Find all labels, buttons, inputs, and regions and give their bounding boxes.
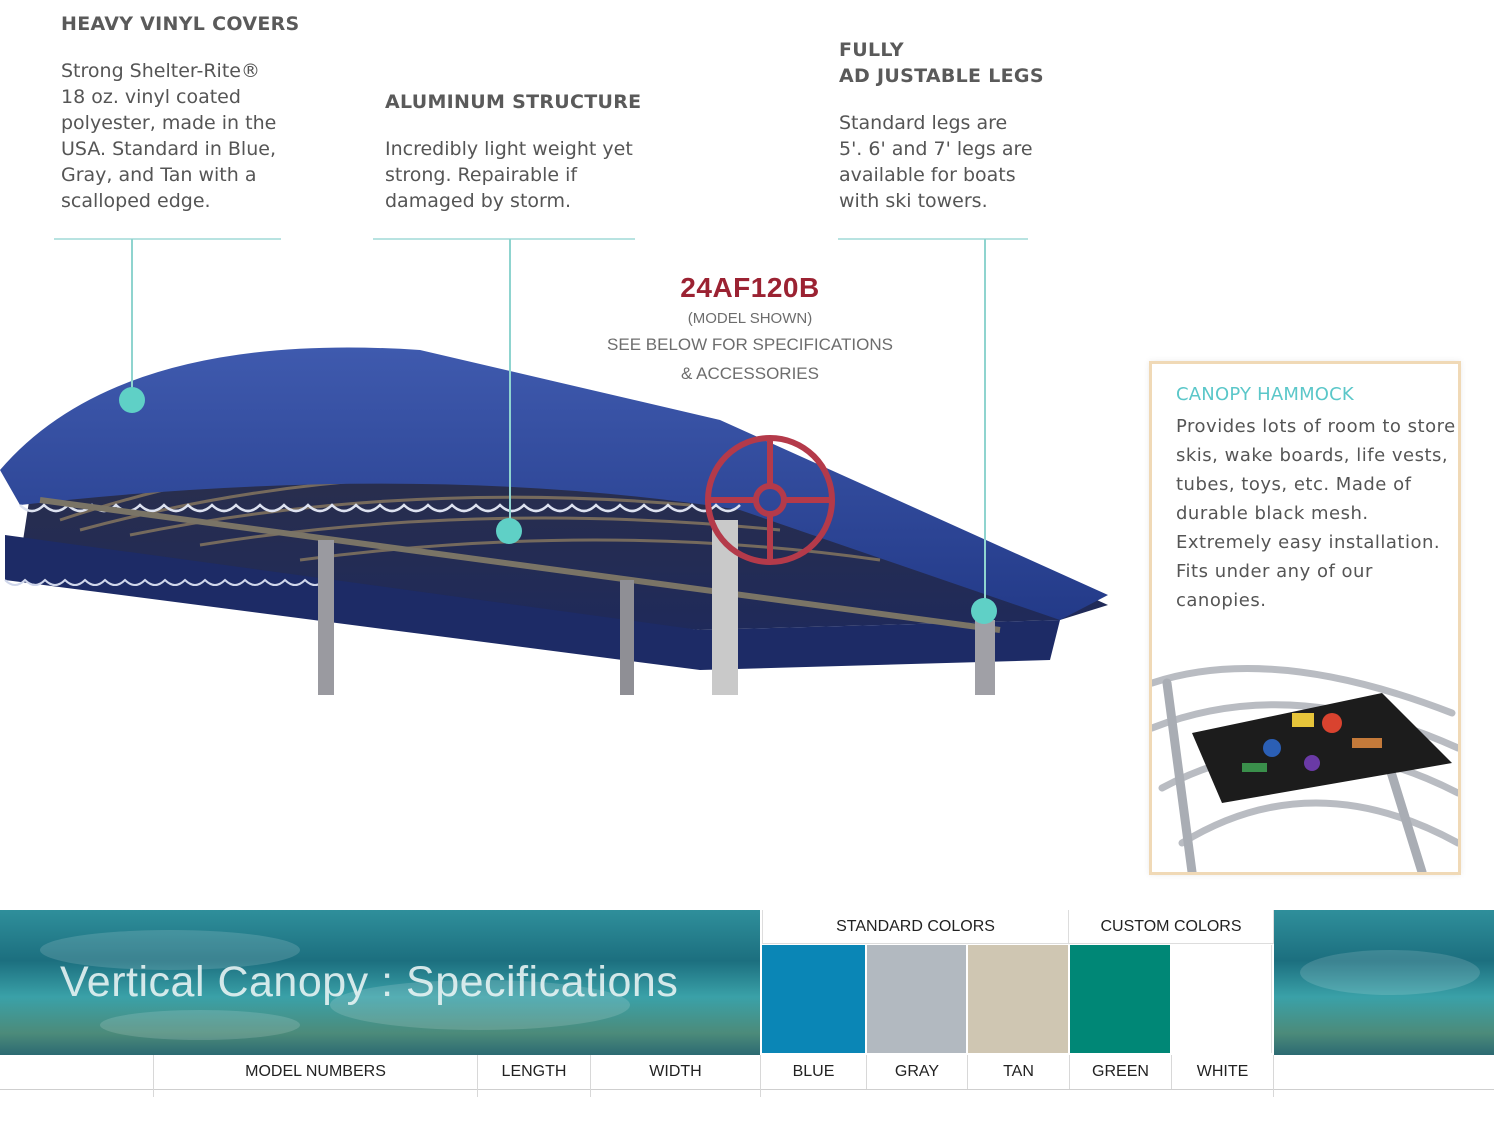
specifications-banner: Vertical Canopy : Specifications STANDAR… [0, 910, 1494, 1055]
feature-body: Standard legs are 5'. 6' and 7' legs are… [839, 112, 1033, 212]
hammock-description: Provides lots of room to store skis, wak… [1176, 416, 1456, 611]
col-width: WIDTH [590, 1055, 760, 1089]
col-length: LENGTH [477, 1055, 590, 1089]
model-shown-label: (MODEL SHOWN) [687, 310, 813, 327]
spec-table-header: MODEL NUMBERS LENGTH WIDTH BLUE GRAY TAN… [0, 1055, 1494, 1090]
callout-leader [984, 239, 986, 611]
col-blue: BLUE [760, 1055, 866, 1089]
callout-leader [509, 239, 511, 531]
swatch-white [1172, 945, 1272, 1053]
model-code: 24AF120B [680, 272, 820, 303]
col-model-numbers: MODEL NUMBERS [153, 1055, 477, 1089]
canopy-photo [0, 347, 1108, 695]
model-callout: 24AF120B (MODEL SHOWN) SEE BELOW FOR SPE… [600, 272, 900, 388]
swatch-green [1070, 945, 1170, 1053]
callout-leader [131, 239, 133, 399]
color-swatches-panel: STANDARD COLORS CUSTOM COLORS [760, 910, 1274, 1055]
swatch-blue [762, 945, 865, 1053]
feature-heavy-vinyl: HEAVY VINYL COVERS Strong Shelter-Rite® … [61, 11, 351, 214]
callout-rule [373, 238, 635, 240]
standard-colors-label: STANDARD COLORS [762, 910, 1069, 944]
col-green: GREEN [1069, 1055, 1171, 1089]
feature-body: Incredibly light weight yet strong. Repa… [385, 138, 633, 212]
col-tan: TAN [967, 1055, 1069, 1089]
feature-legs: FULLY AD JUSTABLE LEGS Standard legs are… [839, 37, 1099, 214]
col-gray: GRAY [866, 1055, 967, 1089]
specifications-title: Vertical Canopy : Specifications [60, 958, 679, 1006]
callout-dot [971, 598, 997, 624]
hammock-photo [1152, 653, 1458, 872]
swatch-gray [867, 945, 966, 1053]
model-accessories: & ACCESSORIES [681, 364, 819, 383]
hammock-panel: CANOPY HAMMOCK Provides lots of room to … [1149, 361, 1461, 875]
feature-aluminum: ALUMINUM STRUCTURE Incredibly light weig… [385, 89, 685, 214]
callout-dot [119, 387, 145, 413]
callout-rule [838, 238, 1028, 240]
feature-title: HEAVY VINYL COVERS [61, 13, 300, 35]
hammock-title: CANOPY HAMMOCK [1176, 384, 1354, 405]
model-see-below: SEE BELOW FOR SPECIFICATIONS [607, 335, 893, 354]
callout-dot [496, 518, 522, 544]
callout-rule [54, 238, 281, 240]
swatch-tan [968, 945, 1068, 1053]
feature-title: ALUMINUM STRUCTURE [385, 91, 642, 113]
custom-colors-label: CUSTOM COLORS [1069, 910, 1274, 944]
feature-body: Strong Shelter-Rite® 18 oz. vinyl coated… [61, 60, 277, 212]
col-white: WHITE [1171, 1055, 1274, 1089]
feature-title: FULLY AD JUSTABLE LEGS [839, 39, 1044, 87]
